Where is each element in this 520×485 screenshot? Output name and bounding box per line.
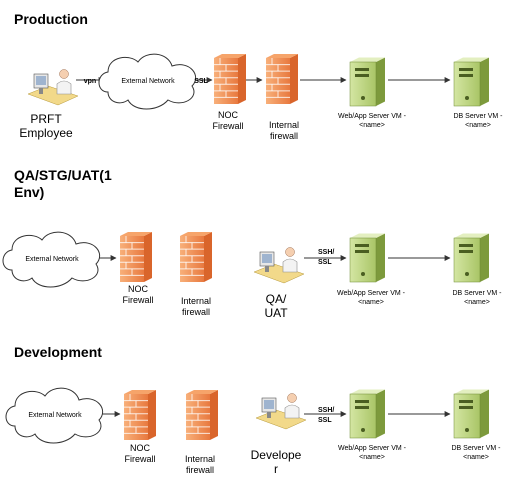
server-icon	[349, 57, 385, 107]
internal-firewall-label-line: firewall	[270, 131, 298, 141]
developer-label-line: Develope	[251, 448, 302, 462]
noc-firewall-label-line: Firewall	[122, 295, 153, 305]
firewall-icon	[124, 390, 156, 440]
workstation-icon	[27, 69, 79, 106]
web-server-label-line: Web/App Server VM -	[338, 445, 407, 452]
firewall-icon	[186, 390, 218, 440]
ssl-label: SSL	[194, 78, 208, 85]
firewall-icon	[214, 54, 246, 104]
noc-firewall-label-line: Firewall	[124, 454, 155, 464]
qa-uat-label-line: UAT	[264, 306, 288, 320]
internal-firewall-label-line: Internal	[181, 296, 211, 306]
db-server-label-line: <name>	[465, 122, 491, 129]
internal-firewall-label-line: firewall	[182, 307, 210, 317]
noc-firewall-label-line: NOC	[130, 443, 151, 453]
developer-label-line: r	[274, 462, 278, 476]
firewall-icon	[120, 232, 152, 282]
web-server-label-line: <name>	[359, 122, 385, 129]
noc-firewall-label-line: Firewall	[212, 121, 243, 131]
db-server-label-line: <name>	[463, 454, 489, 461]
db-server-label-line: <name>	[464, 299, 490, 306]
web-server-label-line: Web/App Server VM -	[338, 113, 407, 120]
web-server-label-line: <name>	[359, 454, 385, 461]
server-icon	[349, 389, 385, 439]
noc-firewall-label-line: NOC	[218, 110, 239, 120]
workstation-icon	[255, 393, 307, 430]
employee-label-line: Employee	[19, 126, 73, 140]
qa-uat-label-line: QA/	[266, 292, 287, 306]
ssh-ssl-label-line: SSH/	[318, 249, 334, 256]
db-server-label-line: DB Server VM -	[453, 113, 503, 120]
server-icon	[453, 57, 489, 107]
noc-firewall-label-line: NOC	[128, 284, 149, 294]
db-server-label-line: DB Server VM -	[452, 290, 502, 297]
firewall-icon	[180, 232, 212, 282]
section-title-line: QA/STG/UAT(1	[14, 167, 112, 183]
workstation-icon	[253, 247, 305, 284]
ssh-ssl-label-line: SSH/	[318, 407, 334, 414]
web-server-label-line: <name>	[358, 299, 384, 306]
server-icon	[453, 233, 489, 283]
internal-firewall-label-line: Internal	[185, 454, 215, 464]
server-icon	[349, 233, 385, 283]
ssh-ssl-label-line: SSL	[318, 259, 332, 266]
section-title-line: Production	[14, 11, 88, 27]
ssh-ssl-label-line: SSL	[318, 417, 332, 424]
internal-firewall-label-line: firewall	[186, 465, 214, 475]
web-server-label-line: Web/App Server VM -	[337, 290, 406, 297]
server-icon	[453, 389, 489, 439]
cloud-icon	[98, 53, 197, 110]
cloud-icon	[5, 387, 104, 444]
cloud-icon	[2, 231, 101, 288]
section-title-line: Development	[14, 344, 102, 360]
vpn-label: vpn	[84, 78, 96, 85]
cloud-label-line: External Network	[121, 78, 175, 85]
section-title-line: Env)	[14, 184, 44, 200]
employee-label-line: PRFT	[30, 112, 62, 126]
cloud-label-line: External Network	[25, 256, 79, 263]
firewall-icon	[266, 54, 298, 104]
cloud-label-line: External Network	[28, 412, 82, 419]
db-server-label-line: DB Server VM -	[451, 445, 501, 452]
internal-firewall-label-line: Internal	[269, 120, 299, 130]
